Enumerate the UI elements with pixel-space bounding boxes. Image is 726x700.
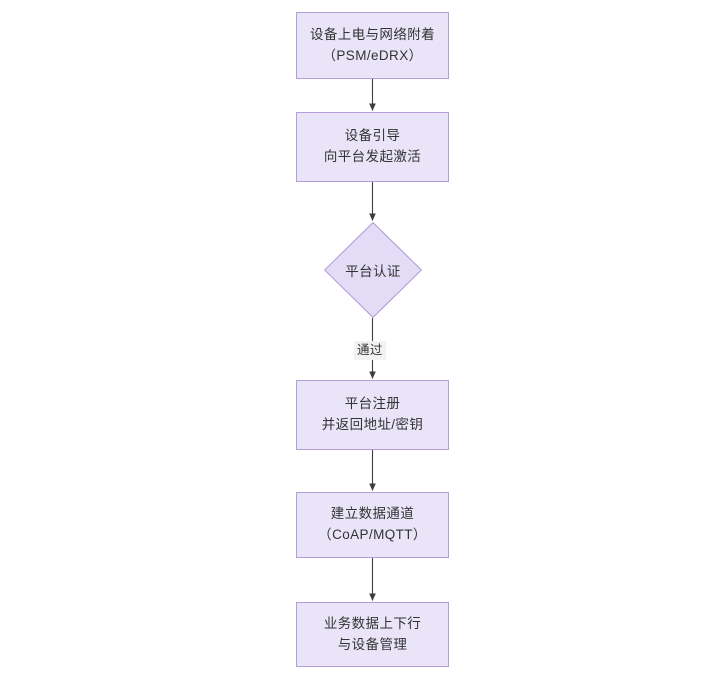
node-platform-auth-label: 平台认证 [345,264,401,279]
node-business-data-line-2: 与设备管理 [337,636,408,652]
edge-label-pass: 通过 [354,341,386,360]
diamond-shape-icon [324,222,422,318]
node-bootstrap-line-1: 设备引导 [344,128,401,144]
node-data-channel[interactable]: 建立数据通道 （CoAP/MQTT） [296,492,449,558]
node-data-channel-line-2: （CoAP/MQTT） [318,527,427,542]
node-power-on-line-2: （PSM/eDRX） [322,47,423,63]
node-data-channel-label: 建立数据通道 （CoAP/MQTT） [297,504,448,546]
node-platform-register-line-2: 并返回地址/密钥 [321,417,424,432]
node-bootstrap-label: 设备引导 向平台发起激活 [297,126,448,168]
node-bootstrap-line-2: 向平台发起激活 [323,149,422,164]
node-business-data-label: 业务数据上下行 与设备管理 [297,614,448,656]
node-bootstrap[interactable]: 设备引导 向平台发起激活 [296,112,449,182]
node-platform-register[interactable]: 平台注册 并返回地址/密钥 [296,380,449,450]
node-power-on-label: 设备上电与网络附着 （PSM/eDRX） [297,25,448,67]
node-platform-register-label: 平台注册 并返回地址/密钥 [297,394,448,436]
node-platform-register-line-1: 平台注册 [344,396,401,412]
node-power-on-line-1: 设备上电与网络附着 [309,26,436,42]
node-data-channel-line-1: 建立数据通道 [330,506,415,522]
node-business-data[interactable]: 业务数据上下行 与设备管理 [296,602,449,667]
node-platform-auth[interactable]: 平台认证 [324,222,422,318]
node-business-data-line-1: 业务数据上下行 [323,615,422,631]
node-power-on[interactable]: 设备上电与网络附着 （PSM/eDRX） [296,12,449,79]
